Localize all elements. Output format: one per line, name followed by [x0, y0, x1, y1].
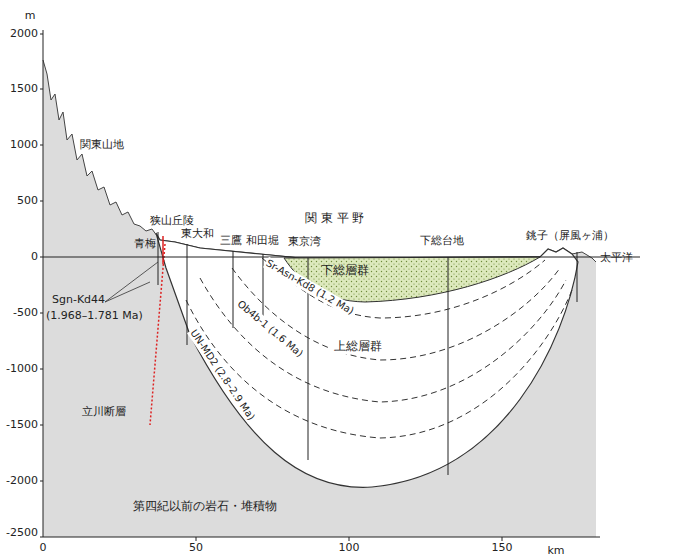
basement: [43, 60, 596, 537]
region-name: 上総層群: [334, 339, 382, 353]
basin: [156, 233, 578, 487]
place-name: 東京湾: [288, 235, 321, 248]
place-name: 下総台地: [420, 234, 464, 247]
axis-tick: -1000: [6, 362, 38, 375]
axis-tick: -500: [13, 306, 38, 319]
axis-tick: 150: [492, 541, 513, 554]
axis-tick: -1500: [6, 418, 38, 431]
axis-unit: km: [547, 544, 564, 557]
place-name: 銚子（屏風ヶ浦）: [526, 229, 614, 242]
axis-tick: 0: [40, 541, 47, 554]
region-name: 下総層群: [321, 263, 369, 277]
axis-tick: 50: [189, 541, 203, 554]
axis-tick: 2000: [10, 27, 38, 40]
place-name: 青梅: [134, 237, 156, 250]
axis-tick: -2000: [6, 474, 38, 487]
stratum-band: 上総層群: [331, 338, 385, 354]
region-name: 第四紀以前の岩石・堆積物: [133, 499, 277, 513]
place-name: 東大和: [181, 227, 214, 240]
axis-tick: 1500: [10, 82, 38, 95]
basement-band: 第四紀以前の岩石・堆積物: [130, 498, 280, 514]
axis-tick: 1000: [10, 138, 38, 151]
place-name: 関東山地: [80, 138, 124, 151]
axis-tick: 0: [31, 250, 38, 263]
fault-label: 立川断層: [82, 405, 126, 418]
place-name: 狭山丘陵: [150, 214, 194, 227]
tephra-label: Sgn-Kd44: [52, 293, 105, 306]
place-name: 関 東 平 野: [305, 211, 364, 225]
axis-unit: m: [25, 9, 36, 22]
axis-tick: -2500: [6, 526, 38, 539]
place-name: 三鷹: [220, 234, 242, 247]
place-name: 和田堀: [246, 234, 279, 247]
stratum-band: 下総層群: [318, 262, 372, 278]
age-label: (1.968–1.781 Ma): [46, 309, 143, 322]
axis-tick: 500: [17, 194, 38, 207]
axis-tick: 100: [339, 541, 360, 554]
place-name: 太平洋: [600, 251, 633, 264]
